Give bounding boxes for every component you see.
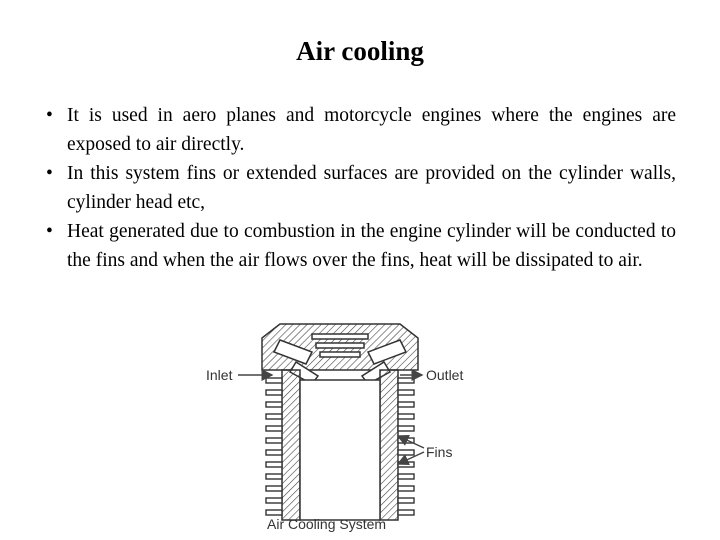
right-fins xyxy=(397,377,415,516)
left-fins xyxy=(265,377,283,516)
bullet-glyph: • xyxy=(46,105,53,126)
outlet-label: Outlet xyxy=(426,367,463,383)
bullet-item: • In this system fins or extended surfac… xyxy=(44,159,676,217)
left-cylinder-wall xyxy=(281,369,301,521)
figure-caption: Air Cooling System xyxy=(267,516,386,532)
bullet-list: • It is used in aero planes and motorcyc… xyxy=(44,101,676,275)
bullet-text: It is used in aero planes and motorcycle… xyxy=(67,105,676,155)
inlet-label: Inlet xyxy=(206,367,233,383)
bullet-text: In this system fins or extended surfaces… xyxy=(67,163,676,213)
slide-title: Air cooling xyxy=(296,36,424,66)
bullet-glyph: • xyxy=(46,221,53,242)
bullet-glyph: • xyxy=(46,163,53,184)
air-cooling-diagram: Inlet Outlet Fins Air Cooling System xyxy=(200,318,480,540)
fins-arrow-upper xyxy=(396,434,425,449)
fins-label: Fins xyxy=(426,444,452,460)
right-cylinder-wall xyxy=(379,369,399,521)
combustion-chamber xyxy=(299,379,381,521)
head-fins xyxy=(311,333,369,358)
bullet-text: Heat generated due to combustion in the … xyxy=(67,221,676,271)
bullet-item: • It is used in aero planes and motorcyc… xyxy=(44,101,676,159)
engine-cylinder-illustration: Inlet Outlet Fins Air Cooling System xyxy=(206,323,463,532)
bullet-item: • Heat generated due to combustion in th… xyxy=(44,217,676,275)
fins-arrow-lower xyxy=(396,451,425,466)
